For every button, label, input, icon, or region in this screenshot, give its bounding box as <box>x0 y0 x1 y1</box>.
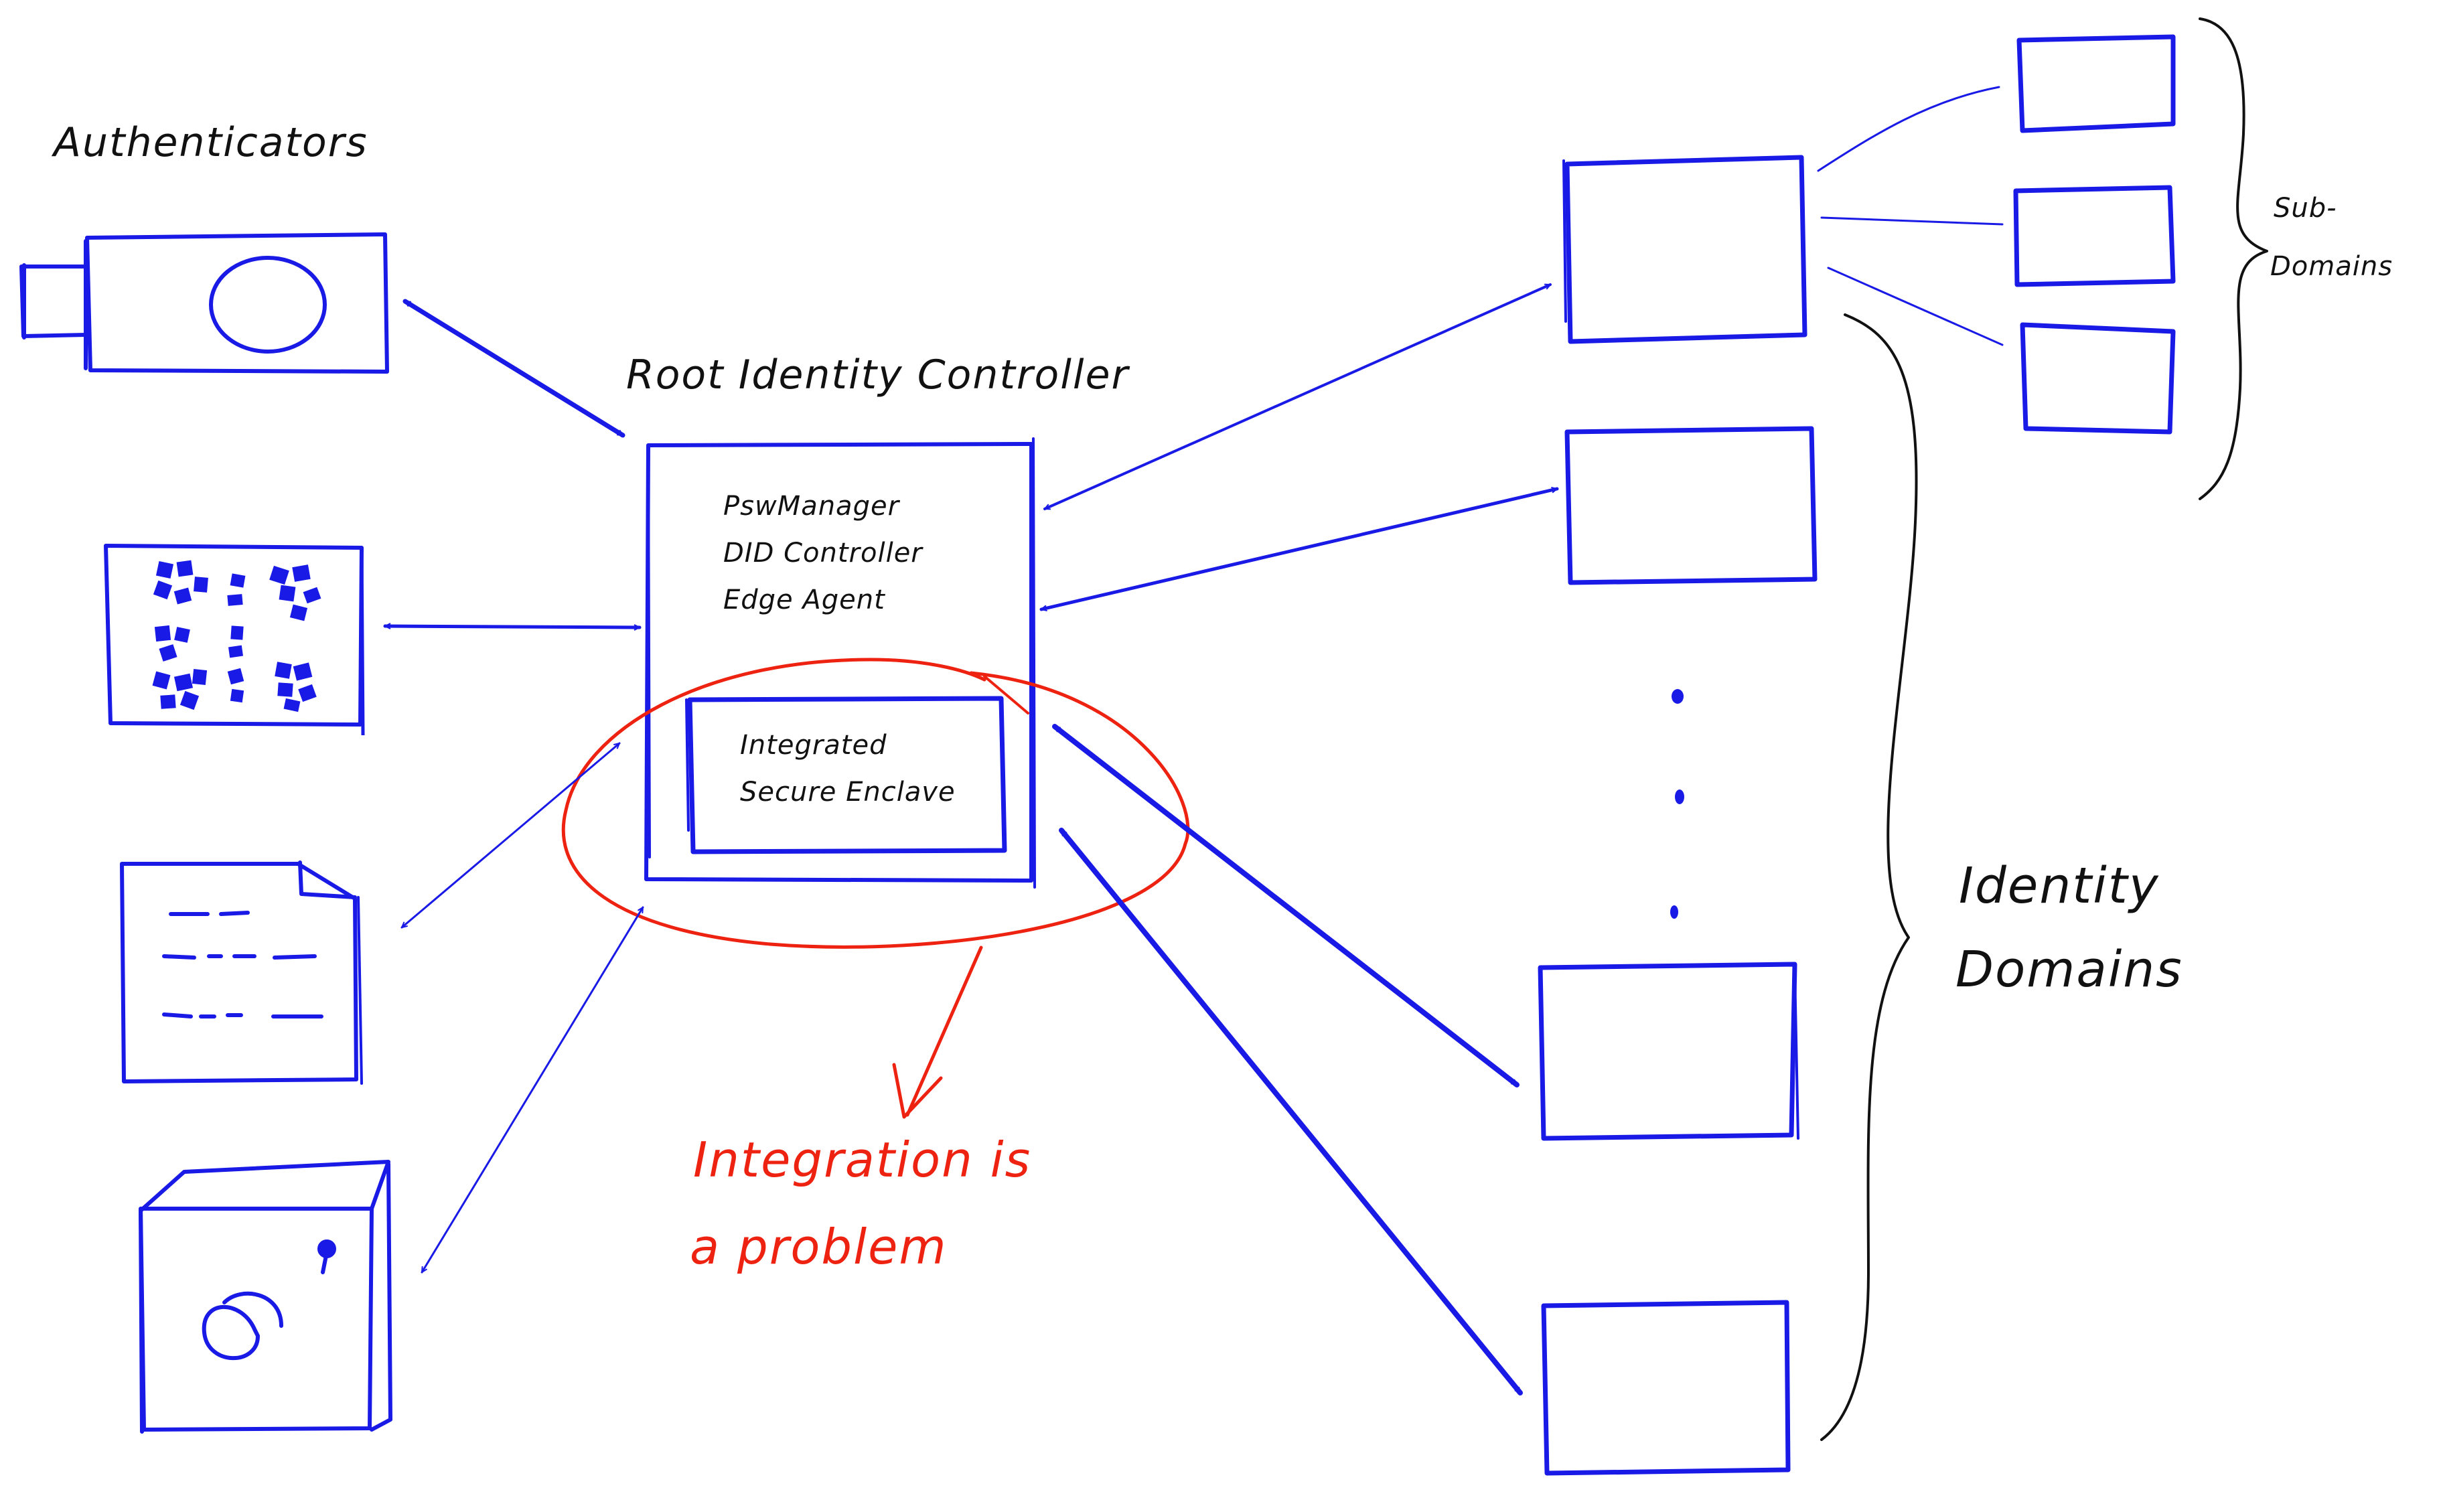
root-controller-box <box>646 439 1035 887</box>
sub-domain-box-1 <box>2019 37 2173 131</box>
authenticators-label: Authenticators <box>54 119 368 166</box>
enclave-label-line-1: Integrated <box>740 730 887 761</box>
identity-domains-label-line-1: Identity <box>1959 857 2160 915</box>
sub-domains-label-line-1: Sub- <box>2274 193 2337 224</box>
identity-domains-brace <box>1822 315 1917 1440</box>
sub-domains-label-line-2: Domains <box>2270 251 2393 282</box>
problem-label-line-2: a problem <box>690 1219 948 1275</box>
identity-domain-box-2 <box>1567 429 1815 583</box>
root-identity-controller-label: Root Identity Controller <box>626 352 1130 398</box>
sub-domain-box-2 <box>2016 187 2173 285</box>
identity-domain-boxes <box>1540 157 1815 1473</box>
controller-item-edge-agent: Edge Agent <box>723 585 885 615</box>
sub-domains-brace <box>2200 19 2267 499</box>
identity-domains-label-line-2: Domains <box>1955 941 2183 998</box>
secure-enclave-box <box>686 698 1005 852</box>
controller-item-pswmanager: PswManager <box>723 491 900 522</box>
identity-domain-box-1 <box>1567 157 1805 342</box>
document-icon <box>122 862 362 1083</box>
controller-item-did-controller: DID Controller <box>723 538 923 569</box>
usb-key-icon <box>21 234 387 372</box>
braces <box>1822 19 2267 1440</box>
ellipsis-dots <box>1670 689 1684 919</box>
safe-icon <box>141 1162 390 1432</box>
problem-label-line-1: Integration is <box>693 1132 1032 1188</box>
identity-domain-box-4 <box>1544 1302 1788 1473</box>
sub-domain-links <box>1818 87 2002 345</box>
problem-highlight <box>563 660 1188 1117</box>
identity-domain-box-3 <box>1540 964 1795 1138</box>
connector-arrows <box>385 285 1557 1393</box>
sub-domain-box-3 <box>2022 325 2173 432</box>
sub-domain-boxes <box>2016 37 2173 432</box>
enclave-label-line-2: Secure Enclave <box>740 777 956 808</box>
qr-code-icon <box>106 546 363 735</box>
